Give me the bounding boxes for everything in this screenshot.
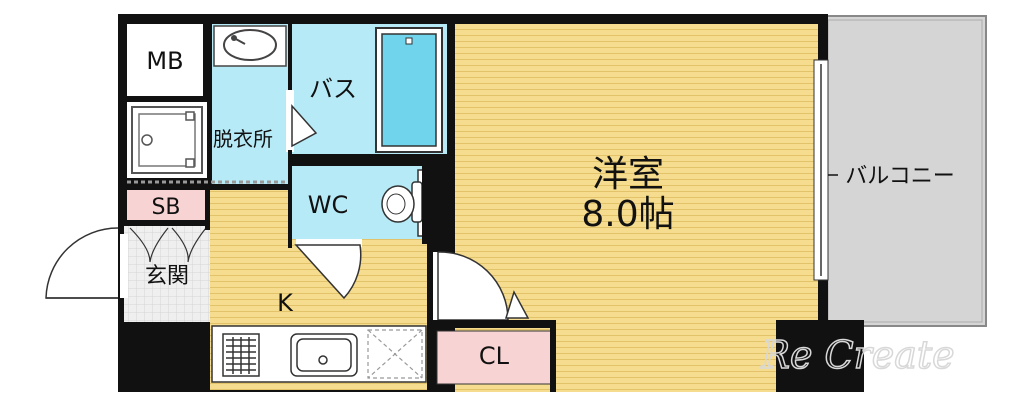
entrance-door[interactable] xyxy=(45,227,128,299)
western-room-size: 8.0帖 xyxy=(581,194,674,235)
bath-door[interactable] xyxy=(286,90,318,152)
sb-label: SB xyxy=(151,195,180,220)
closet xyxy=(430,290,556,392)
wc-door[interactable] xyxy=(294,239,362,300)
wc-label: WC xyxy=(308,191,349,219)
balcony-window[interactable] xyxy=(813,59,829,281)
sink-icon[interactable] xyxy=(290,333,358,377)
shoe-box xyxy=(127,190,205,220)
mb-label: MB xyxy=(146,47,183,75)
balcony xyxy=(823,15,987,327)
dressing-label: 脱衣所 xyxy=(213,127,273,151)
kitchen-counter xyxy=(211,325,427,383)
mb-box xyxy=(127,24,203,96)
bath-label: バス xyxy=(309,75,357,103)
balcony-label: バルコニー xyxy=(845,164,955,189)
closet-label: CL xyxy=(479,342,510,370)
stove-icon[interactable] xyxy=(222,333,260,377)
washer-pan xyxy=(131,106,203,174)
kitchen-label: K xyxy=(277,289,294,317)
bathtub[interactable] xyxy=(375,27,443,153)
fridge-space xyxy=(367,329,423,379)
watermark: Re Create xyxy=(760,333,954,377)
wash-basin[interactable] xyxy=(213,25,287,67)
western-room-name: 洋室 xyxy=(592,154,664,195)
entrance-label: 玄関 xyxy=(145,264,189,289)
